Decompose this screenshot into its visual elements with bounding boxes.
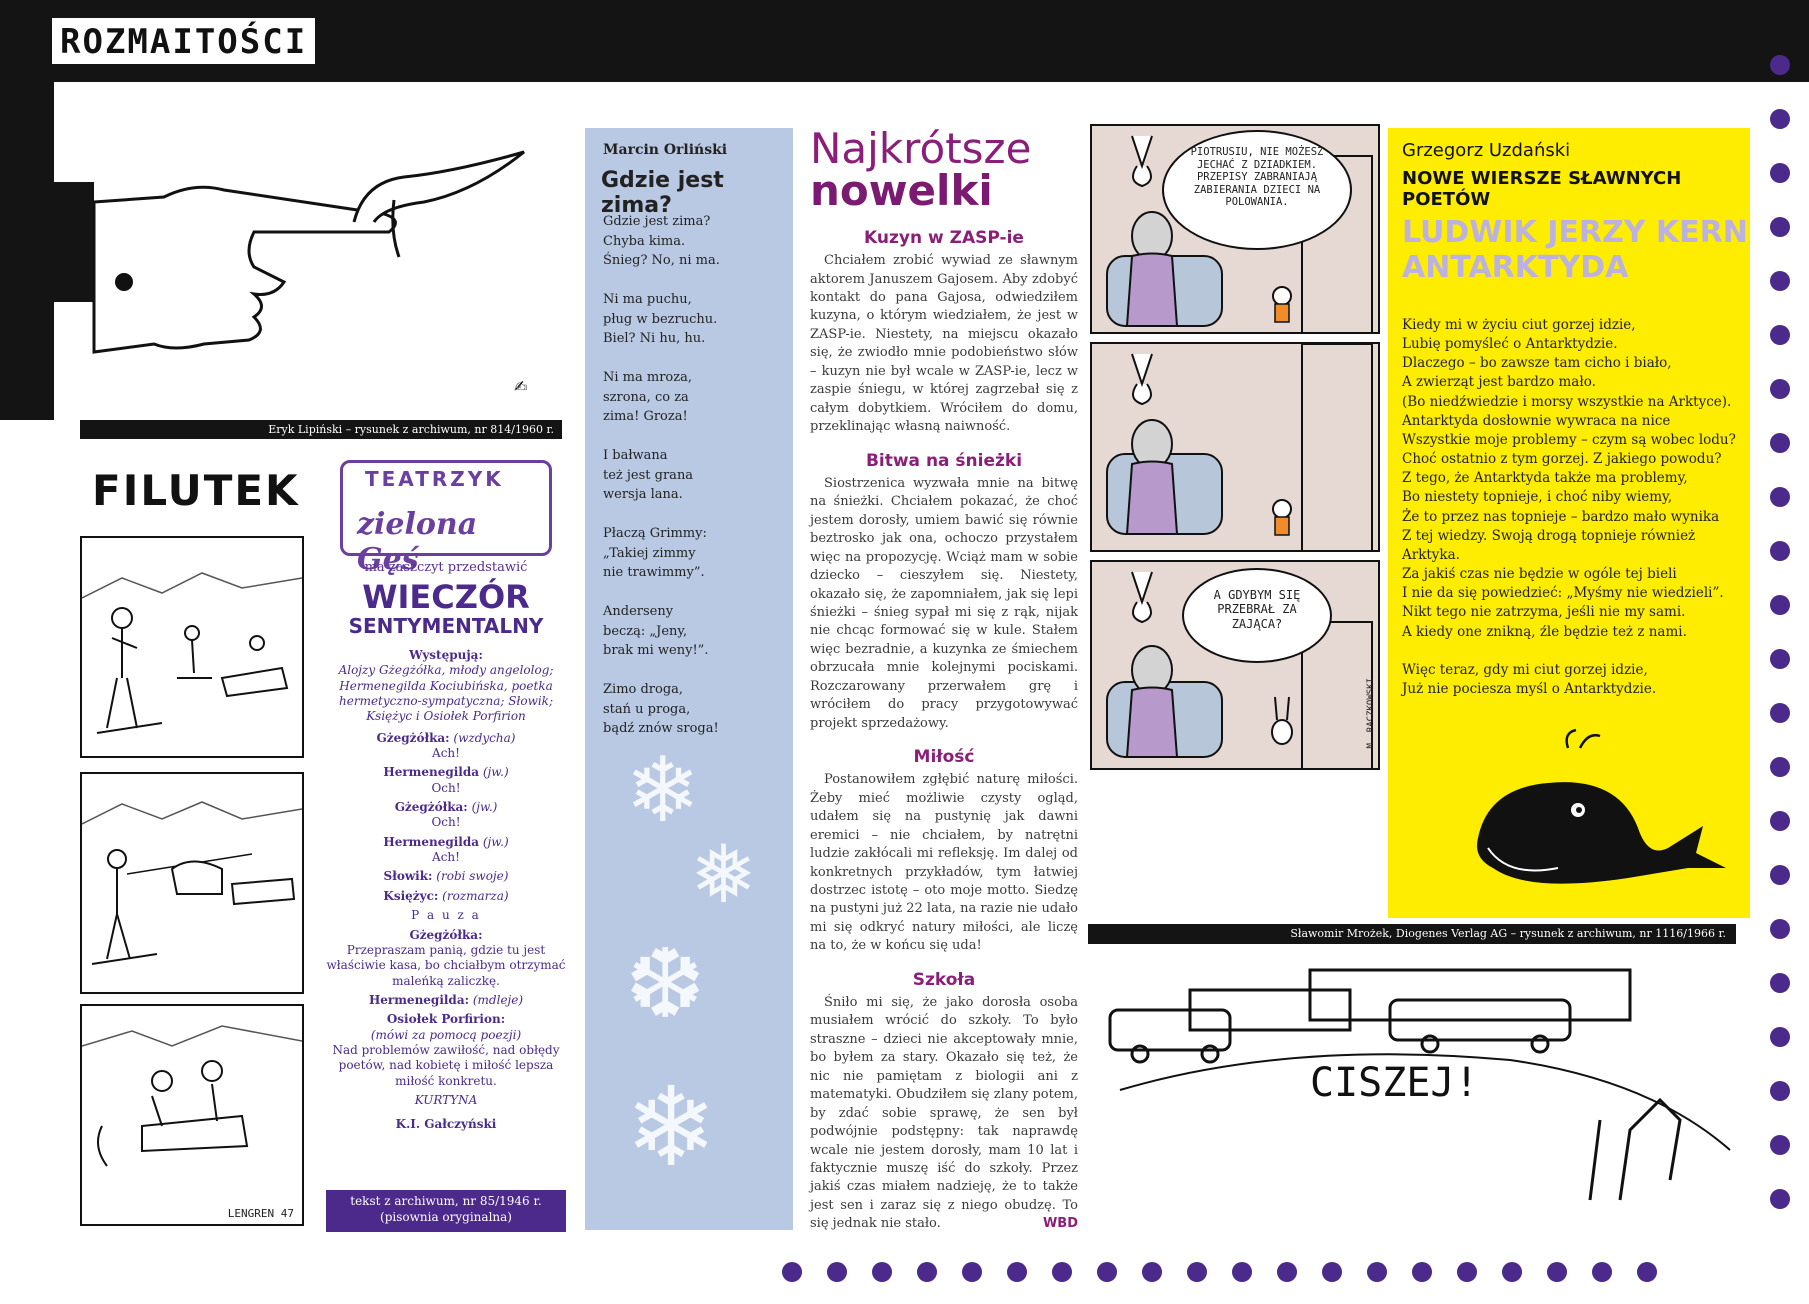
winter-author: Marcin Orliński bbox=[603, 142, 728, 158]
winter-poem-column: Marcin Orliński Gdzie jest zima? Gdzie j… bbox=[585, 128, 793, 1230]
svg-text:✍: ✍ bbox=[514, 377, 527, 396]
snowflake-icon: ❄ bbox=[625, 738, 701, 843]
nowelki-title-bold: nowelki bbox=[810, 166, 993, 215]
speech-bubble-1: PIOTRUSIU, NIE MOŻESZ JECHAĆ Z DZIADKIEM… bbox=[1162, 130, 1352, 250]
nowelki-column: Najkrótsze nowelki Kuzyn w ZASP-ie Chcia… bbox=[810, 128, 1078, 1234]
raczkowski-signature: M. RACZKOWSKI bbox=[1366, 677, 1376, 748]
line-direction: (jw.) bbox=[471, 800, 498, 815]
lipinski-caption: Eryk Lipiński – rysunek z archiwum, nr 8… bbox=[80, 420, 562, 439]
teatrzyk-title2: SENTYMENTALNY bbox=[348, 614, 544, 639]
footer-line1: tekst z archiwum, nr 85/1946 r. bbox=[350, 1194, 542, 1208]
line-role: Hermenegilda bbox=[383, 765, 480, 780]
horse-sled-drawing bbox=[81, 801, 303, 965]
nowelki-title-light: Najkrótsze bbox=[810, 124, 1032, 173]
line-role: Gżegżółka: bbox=[409, 927, 483, 942]
poem-title: ANTARKTYDA bbox=[1402, 249, 1629, 285]
line-role: Hermenegilda bbox=[383, 834, 480, 849]
line-direction: (jw.) bbox=[482, 834, 509, 849]
line-direction: (mówi za pomocą poezji) bbox=[370, 1027, 522, 1042]
line-role: Księżyc: bbox=[383, 888, 439, 903]
deer-comic-strip: PIOTRUSIU, NIE MOŻESZ JECHAĆ Z DZIADKIEM… bbox=[1090, 124, 1380, 778]
poets-heading: NOWE WIERSZE SŁAWNYCH POETÓW bbox=[1402, 168, 1682, 210]
left-dark-strip bbox=[0, 0, 52, 420]
uzdanski-author: Grzegorz Uzdański bbox=[1402, 140, 1571, 161]
line-text: Och! bbox=[431, 780, 461, 795]
whale-drawing bbox=[1477, 728, 1726, 884]
story-heading: Miłość bbox=[913, 747, 975, 768]
traffic-sketch-label: CISZEJ! bbox=[1310, 1060, 1479, 1106]
line-direction: (mdleje) bbox=[472, 993, 524, 1007]
story-text-body: Śniło mi się, że jako dorosła osoba musi… bbox=[810, 994, 1078, 1232]
bottom-dot-border bbox=[782, 1262, 1657, 1282]
teatrzyk-logo-line2: zielona Gęś bbox=[357, 507, 478, 577]
snowflake-icon: ❅ bbox=[690, 828, 758, 921]
teatrzyk-text: ma zaszczyt przedstawić WIECZÓR SENTYMEN… bbox=[322, 560, 570, 1132]
story-heading: Kuzyn w ZASP-ie bbox=[864, 228, 1024, 248]
right-dot-border bbox=[1770, 55, 1794, 1243]
pointing-hand-dog-drawing: ✍ bbox=[54, 150, 527, 396]
teatrzyk-logo: TEATRZYK zielona Gęś bbox=[340, 460, 552, 577]
speech-bubble-3: A GDYBYM SIĘ PRZEBRAŁ ZA ZAJĄCA? bbox=[1182, 568, 1332, 663]
yellow-poem-panel: Grzegorz Uzdański NOWE WIERSZE SŁAWNYCH … bbox=[1388, 128, 1750, 918]
room-scene-drawing-2 bbox=[1106, 344, 1373, 550]
line-role: Hermenegilda: bbox=[368, 993, 470, 1007]
traffic-jam-drawing bbox=[1108, 968, 1731, 1201]
teatrzyk-footer: tekst z archiwum, nr 85/1946 r. (pisowni… bbox=[326, 1190, 566, 1232]
winter-title: Gdzie jest zima? bbox=[601, 168, 724, 218]
teatrzyk-logo-line1: TEATRZYK bbox=[365, 467, 504, 491]
cast-list: Alojzy Gżegżółka, młody angelolog; Herme… bbox=[338, 663, 554, 724]
teatrzyk-author: K.I. Gałczyński bbox=[395, 1116, 497, 1131]
filutek-title: FILUTEK bbox=[92, 466, 300, 515]
story-text: Chciałem zrobić wywiad ze sławnym aktore… bbox=[810, 253, 1078, 435]
antarktyda-poem: Kiedy mi w życiu ciut gorzej idzie, Lubi… bbox=[1402, 317, 1736, 697]
comic-panel-1: PIOTRUSIU, NIE MOŻESZ JECHAĆ Z DZIADKIEM… bbox=[1090, 124, 1380, 334]
snowflake-icon: ❆ bbox=[625, 928, 706, 1040]
snowflake-icon: ❄ bbox=[625, 1063, 718, 1191]
line-role: Gżegżółka: bbox=[376, 730, 450, 745]
section-logo: ROZMAITOŚCI bbox=[52, 18, 316, 64]
winter-poem: Gdzie jest zima? Chyba kima. Śnieg? No, … bbox=[603, 214, 720, 736]
curtain: KURTYNA bbox=[414, 1093, 478, 1108]
lipinski-drawing-area: ✍ bbox=[54, 82, 562, 420]
story-heading: Szkoła bbox=[912, 969, 976, 990]
teatrzyk-intro: ma zaszczyt przedstawić bbox=[364, 560, 528, 575]
line-text: Ach! bbox=[432, 850, 460, 865]
line-role: Gżegżółka: bbox=[394, 800, 468, 815]
filutek-panel-2 bbox=[80, 772, 304, 994]
line-direction: (wzdycha) bbox=[453, 730, 516, 745]
poet-title: LUDWIK JERZY KERN ANTARKTYDA bbox=[1402, 215, 1748, 285]
line-text: Ach! bbox=[432, 745, 460, 760]
filutek-panel-3: LENGREN 47 bbox=[80, 1004, 304, 1226]
traffic-sketch: CISZEJ! bbox=[1090, 950, 1750, 1240]
skier-drawing bbox=[81, 572, 303, 734]
filutek-signature: LENGREN 47 bbox=[227, 1207, 294, 1220]
line-text: Przepraszam panią, gdzie tu jest właściw… bbox=[326, 942, 566, 988]
story-text: Postanowiłem zgłębić naturę miłości. Żeb… bbox=[810, 772, 1078, 954]
line-direction: (rozmarza) bbox=[442, 888, 509, 903]
mrozek-caption: Sławomir Mrożek, Diogenes Verlag AG – ry… bbox=[1088, 924, 1736, 944]
filutek-panel-1 bbox=[80, 536, 304, 758]
footer-line2: (pisownia oryginalna) bbox=[380, 1209, 512, 1224]
nowelki-signature: WBD bbox=[1042, 1216, 1078, 1232]
cast-heading: Występują: bbox=[409, 647, 483, 662]
pause: P a u z a bbox=[411, 908, 481, 923]
line-role: Osiołek Porfirion: bbox=[386, 1012, 506, 1027]
line-direction: (jw.) bbox=[482, 765, 509, 780]
line-role: Słowik: bbox=[383, 869, 433, 884]
comic-panel-3: A GDYBYM SIĘ PRZEBRAŁ ZA ZAJĄCA? M. RACZ… bbox=[1090, 560, 1380, 770]
sled-ride-drawing bbox=[81, 1025, 303, 1167]
teatrzyk-title1: WIECZÓR bbox=[362, 577, 530, 616]
line-text: Nad problemów zawiłość, nad obłędy poetó… bbox=[332, 1043, 560, 1088]
line-direction: (robi swoje) bbox=[436, 869, 509, 884]
story-heading: Bitwa na śnieżki bbox=[865, 450, 1023, 471]
nowelki-title: Najkrótsze nowelki bbox=[810, 128, 1078, 212]
comic-panel-2 bbox=[1090, 342, 1380, 552]
story-text: Siostrzenica wyzwała mnie na bitwę na śn… bbox=[810, 475, 1078, 731]
story-text: Śniło mi się, że jako dorosła osoba musi… bbox=[810, 994, 1078, 1234]
room-scene-drawing bbox=[1106, 135, 1373, 332]
poet-name: LUDWIK JERZY KERN bbox=[1402, 215, 1748, 250]
line-text: Och! bbox=[431, 815, 461, 830]
